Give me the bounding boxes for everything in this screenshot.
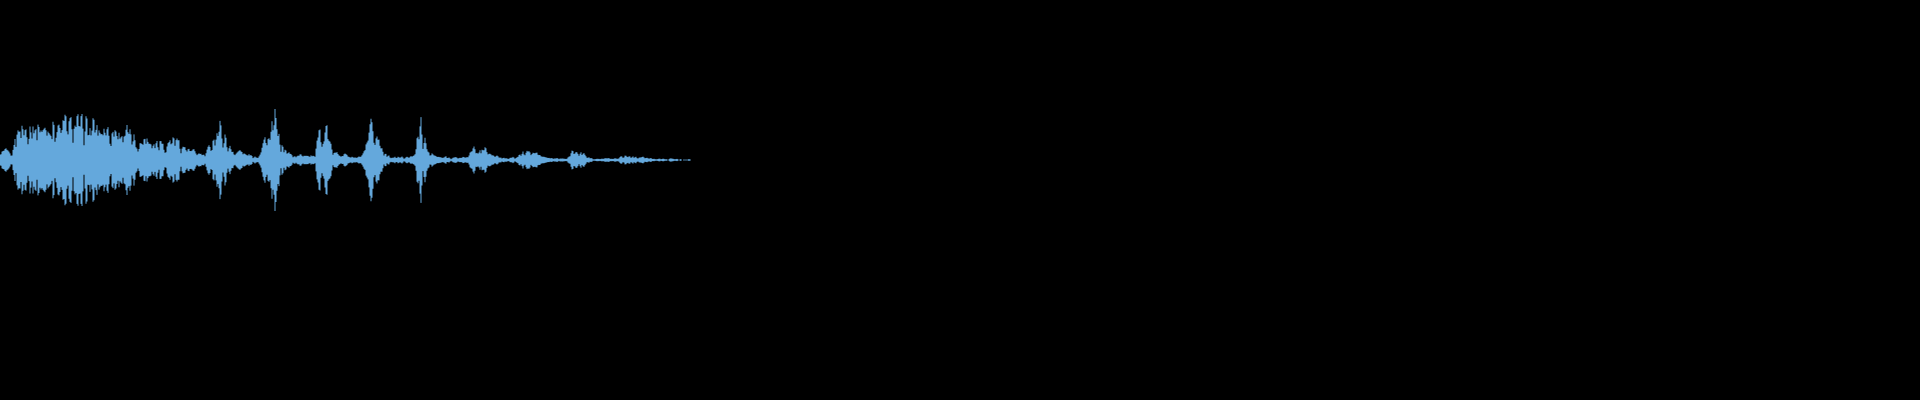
waveform-trace	[0, 109, 691, 211]
